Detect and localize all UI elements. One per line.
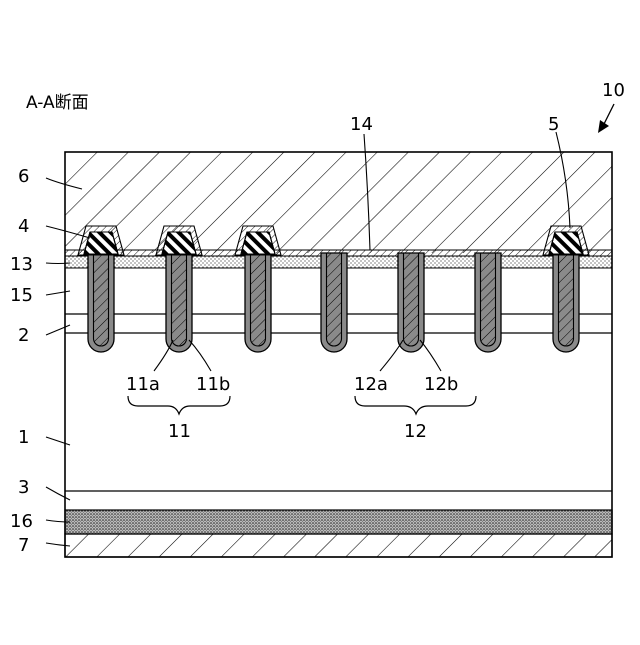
section-title: A-A断面: [26, 93, 89, 113]
trench-electrode: [251, 253, 266, 346]
label-15: 15: [10, 285, 33, 306]
trench-gate: [245, 253, 271, 352]
leader-13: [46, 263, 70, 264]
brace-11: [128, 396, 230, 414]
layer-6-top-electrode: [65, 152, 612, 253]
brace-12: [355, 396, 476, 414]
label-7: 7: [18, 535, 29, 556]
layer-7-bottom-electrode: [65, 534, 612, 557]
trench-electrode: [172, 253, 187, 346]
trench-electrode: [559, 253, 574, 346]
label-11a: 11a: [126, 374, 160, 395]
label-5: 5: [548, 114, 559, 135]
leader-12b: [420, 340, 441, 371]
insulating-cap: [543, 226, 589, 255]
insulating-cap: [156, 226, 202, 255]
label-16: 16: [10, 511, 33, 532]
label-3: 3: [18, 477, 29, 498]
trench-gate: [88, 253, 114, 352]
trench-electrode: [94, 253, 109, 346]
insulating-cap: [78, 226, 124, 255]
label-6: 6: [18, 166, 29, 187]
label-2: 2: [18, 325, 29, 346]
cap-insulator: [549, 232, 583, 254]
label-13: 13: [10, 254, 33, 275]
trench-electrode: [404, 253, 419, 346]
label-12: 12: [404, 421, 427, 442]
leader-12a: [380, 340, 403, 371]
cap-insulator: [162, 232, 196, 254]
leader-11b: [189, 340, 211, 371]
label-14: 14: [350, 114, 373, 135]
layer-16: [65, 510, 612, 534]
label-11b: 11b: [196, 374, 230, 395]
trench-gate: [321, 253, 347, 352]
trench-gate: [398, 253, 424, 352]
label-11: 11: [168, 421, 191, 442]
trench-gate: [553, 253, 579, 352]
label-10: 10: [602, 80, 625, 101]
cap-insulator: [84, 232, 118, 254]
leader-1: [46, 437, 70, 445]
trench-gate: [166, 253, 192, 352]
cap-insulator: [241, 232, 275, 254]
trench-electrode: [327, 253, 342, 346]
label-12b: 12b: [424, 374, 458, 395]
label-12a: 12a: [354, 374, 388, 395]
trench-electrode: [481, 253, 496, 346]
label-1: 1: [18, 427, 29, 448]
trench-gate: [475, 253, 501, 352]
insulating-cap: [235, 226, 281, 255]
arrow-10: [598, 104, 614, 133]
leader-15: [46, 291, 70, 295]
leader-3: [46, 487, 70, 500]
label-4: 4: [18, 216, 29, 237]
